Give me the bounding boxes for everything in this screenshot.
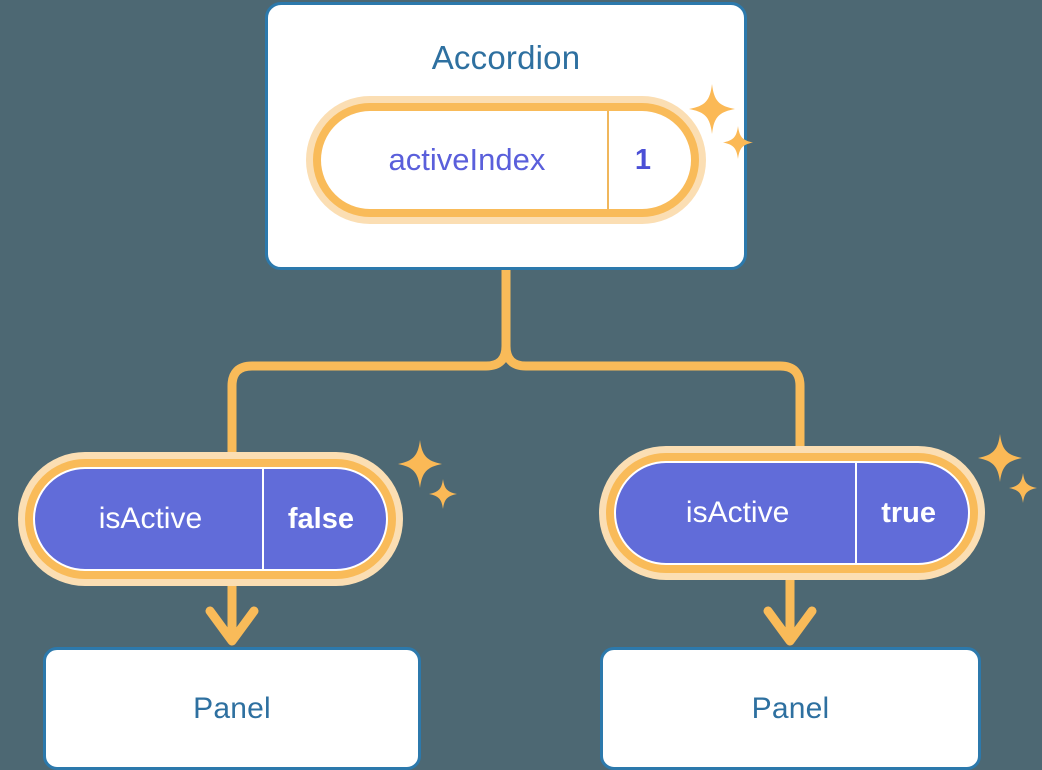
pill-value-label: true [855, 463, 968, 563]
arrow-down-icon [763, 575, 817, 646]
pill-key-label: activeIndex [388, 142, 546, 177]
prop-badge-isactive-false[interactable]: isActive false [18, 452, 403, 586]
pill-body: isActive true [614, 461, 970, 565]
page-title: Accordion [431, 39, 581, 76]
arrow-down-icon [205, 580, 259, 646]
pill-key-label: isActive [685, 496, 790, 529]
sparkle-icon [398, 440, 460, 512]
panel-title: Panel [751, 691, 830, 725]
state-badge-activeindex[interactable]: activeIndex 1 [306, 96, 706, 224]
pill-value-label: 1 [606, 111, 691, 209]
panel-title: Panel [193, 691, 271, 725]
sparkle-icon [978, 434, 1040, 506]
pill-key-label: isActive [98, 502, 203, 535]
connector-branch-path [227, 265, 511, 465]
pill-value-label: false [261, 469, 386, 569]
connector-branch-path [501, 265, 805, 465]
panel-component-card-left[interactable]: Panel [43, 647, 421, 770]
pill-body: isActive false [33, 467, 388, 571]
pill-body: activeIndex 1 [321, 111, 691, 209]
prop-badge-isactive-true[interactable]: isActive true [599, 446, 985, 580]
panel-component-card-right[interactable]: Panel [600, 647, 981, 770]
